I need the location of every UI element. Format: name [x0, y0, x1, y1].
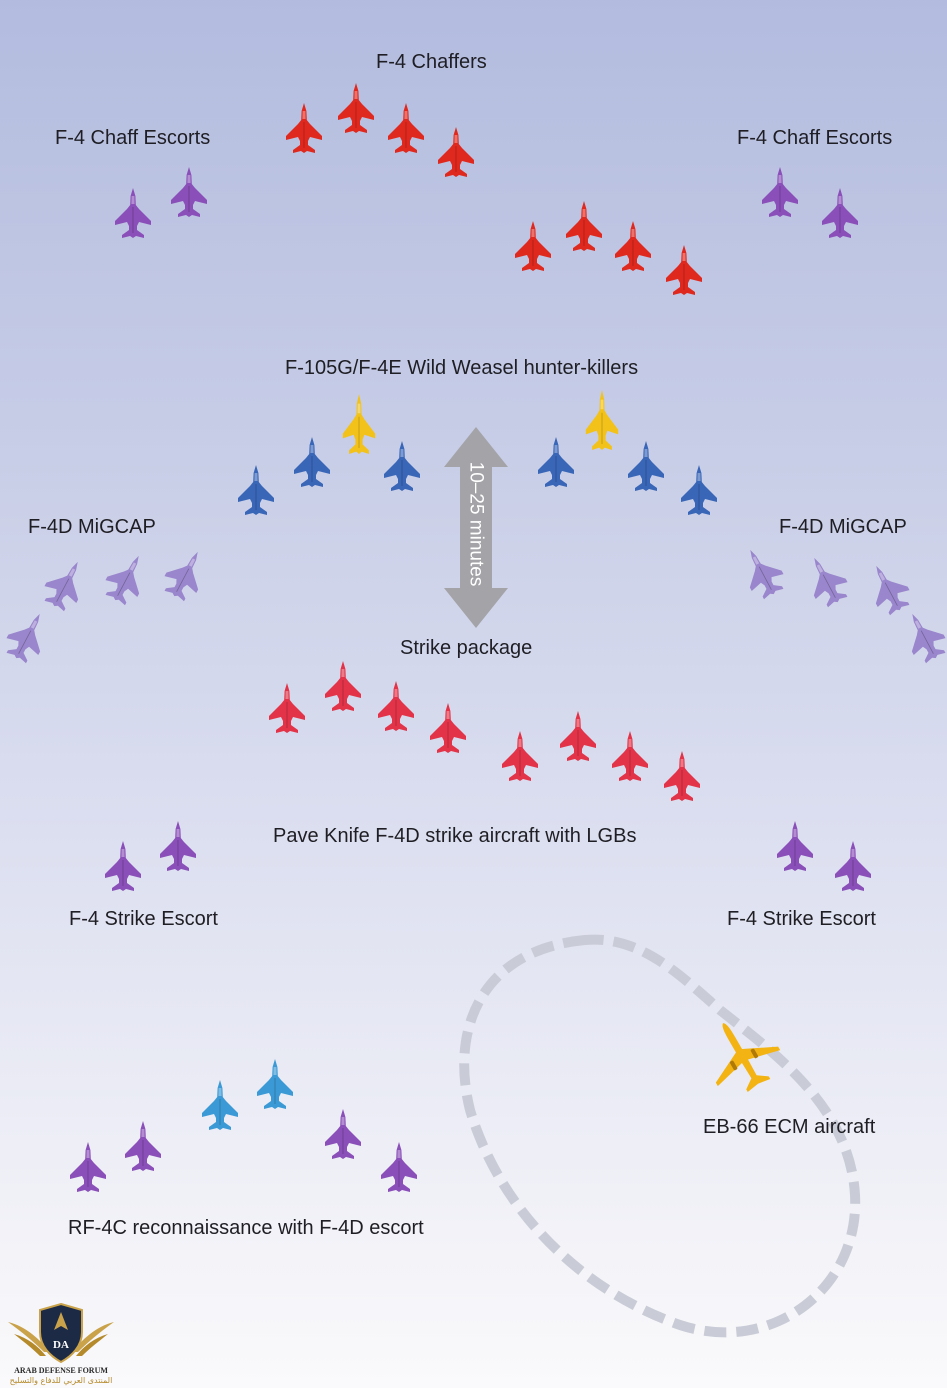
- strike-package-left-jet-icon: [324, 660, 362, 712]
- chaffers-right-jet-icon: [565, 200, 603, 252]
- chaff-escorts-right-jet-icon: [761, 166, 799, 218]
- label-migcap-right: F-4D MiGCAP: [779, 516, 907, 538]
- migcap-right-jet-icon: [895, 605, 947, 667]
- chaffers-left-jet-icon: [285, 102, 323, 154]
- chaffers-left-jet-icon: [437, 126, 475, 178]
- chaff-escorts-left-jet-icon: [114, 187, 152, 239]
- migcap-right-jet-icon: [797, 549, 855, 611]
- label-chaff-escorts-right: F-4 Chaff Escorts: [737, 127, 893, 149]
- label-migcap-left: F-4D MiGCAP: [28, 516, 156, 538]
- wild-weasel-jet-icon: [342, 393, 376, 455]
- label-strike-package: Strike package: [400, 637, 533, 659]
- wild-weasel-right-jet-icon: [627, 440, 665, 492]
- migcap-right-jet-icon: [733, 541, 791, 603]
- strike-escort-left-jet-icon: [159, 820, 197, 872]
- strike-package-right-jet-icon: [559, 710, 597, 762]
- strike-escort-right-jet-icon: [834, 840, 872, 892]
- label-recon: RF-4C reconnaissance with F-4D escort: [68, 1217, 424, 1239]
- eb66-orbit-track: [459, 934, 861, 1338]
- migcap-right-jet-icon: [859, 557, 917, 619]
- migcap-left-jet-icon: [37, 553, 95, 615]
- recon-escort-right-jet-icon: [324, 1108, 362, 1160]
- label-eb66: EB-66 ECM aircraft: [703, 1116, 876, 1138]
- strike-package-right-jet-icon: [501, 730, 539, 782]
- label-chaffers: F-4 Chaffers: [376, 51, 487, 73]
- time-gap-arrow: [444, 427, 508, 628]
- chaffers-right-jet-icon: [665, 244, 703, 296]
- forum-logo: DA ARAB DEFENSE FORUM المنتدى العربي للد…: [6, 1300, 116, 1386]
- label-wild-weasel: F-105G/F-4E Wild Weasel hunter-killers: [285, 357, 639, 379]
- migcap-left-jet-icon: [157, 543, 215, 605]
- wild-weasel-right-jet-icon: [537, 436, 575, 488]
- recon-escort-left-jet-icon: [124, 1120, 162, 1172]
- chaff-escorts-right-jet-icon: [821, 187, 859, 239]
- label-strike-escort-left: F-4 Strike Escort: [69, 908, 218, 930]
- chaffers-right-jet-icon: [614, 220, 652, 272]
- logo-line-2: المنتدى العربي للدفاع والتسليح: [9, 1376, 113, 1385]
- label-pave-knife: Pave Knife F-4D strike aircraft with LGB…: [273, 825, 637, 847]
- recon-escort-left-jet-icon: [69, 1141, 107, 1193]
- wild-weasel-left-jet-icon: [383, 440, 421, 492]
- label-strike-escort-right: F-4 Strike Escort: [727, 908, 876, 930]
- strike-package-left-jet-icon: [377, 680, 415, 732]
- recon-aircraft-jet-icon: [256, 1058, 294, 1110]
- logo-line-1: ARAB DEFENSE FORUM: [14, 1366, 108, 1375]
- strike-escort-right-jet-icon: [776, 820, 814, 872]
- logo-initials: DA: [53, 1339, 69, 1351]
- strike-package-left-jet-icon: [429, 702, 467, 754]
- strike-package-right-jet-icon: [663, 750, 701, 802]
- chaffers-right-jet-icon: [514, 220, 552, 272]
- strike-package-left-jet-icon: [268, 682, 306, 734]
- wild-weasel-left-jet-icon: [237, 464, 275, 516]
- chaffers-left-jet-icon: [337, 82, 375, 134]
- strike-package-right-jet-icon: [611, 730, 649, 782]
- recon-aircraft-jet-icon: [201, 1079, 239, 1131]
- migcap-left-jet-icon: [98, 547, 156, 609]
- logo-emblem-icon: DA: [8, 1302, 114, 1364]
- chaffers-left-jet-icon: [387, 102, 425, 154]
- recon-escort-right-jet-icon: [380, 1141, 418, 1193]
- migcap-left-jet-icon: [0, 605, 57, 667]
- wild-weasel-right-jet-icon: [680, 464, 718, 516]
- time-gap-label: 10–25 minutes: [465, 461, 487, 587]
- label-chaff-escorts-left: F-4 Chaff Escorts: [55, 127, 211, 149]
- chaff-escorts-left-jet-icon: [170, 166, 208, 218]
- wild-weasel-jet-icon: [585, 389, 619, 451]
- wild-weasel-left-jet-icon: [293, 436, 331, 488]
- strike-escort-left-jet-icon: [104, 840, 142, 892]
